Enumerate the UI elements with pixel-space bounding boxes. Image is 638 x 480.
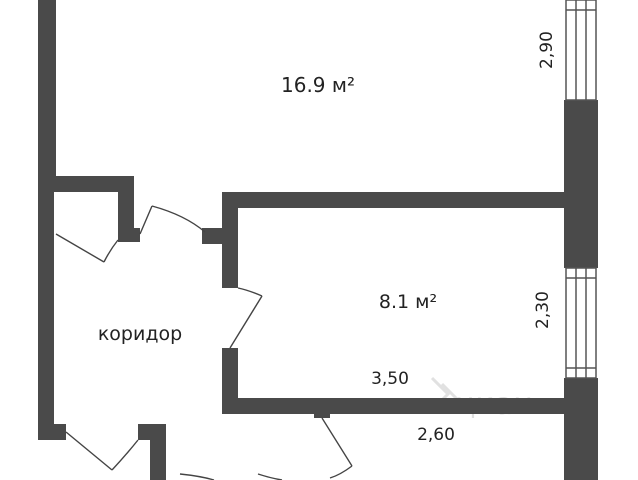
wall-small-bottom-jamb <box>314 410 330 418</box>
door-corridor-left <box>55 233 119 263</box>
wall-stub-left <box>118 176 134 242</box>
door-large-room <box>139 205 206 235</box>
dimension-large-room-height: 2,90 <box>537 31 557 69</box>
room-large-area: 16.9 м² <box>281 73 355 97</box>
dimension-small-room-width: 3,50 <box>371 369 409 389</box>
door-corridor-bottom <box>65 431 139 471</box>
dimension-lower-width: 2,60 <box>417 425 455 445</box>
walls <box>38 0 598 480</box>
dimension-small-room-height: 2,30 <box>533 291 553 329</box>
windows <box>565 0 597 379</box>
wall-small-left-upper <box>222 192 238 288</box>
wall-small-left-jamb <box>202 228 226 244</box>
room-small-area: 8.1 м² <box>379 291 437 313</box>
wall-small-bottom <box>222 398 578 414</box>
wall-partition-horizontal <box>222 192 582 208</box>
wall-corridor-bottom-left <box>38 424 66 440</box>
corridor-label: коридор <box>98 323 182 345</box>
door-small-room <box>229 287 263 349</box>
door-bottom-double <box>179 473 283 480</box>
wall-small-left-lower <box>222 348 238 414</box>
door-bottom <box>321 417 353 479</box>
window-large-room <box>565 0 597 101</box>
wall-large-room-bottom-left <box>54 176 134 192</box>
wall-corridor-left <box>38 0 56 180</box>
wall-corridor-bottom-stub <box>150 424 166 480</box>
doors <box>55 205 353 480</box>
wall-right-pier-2 <box>564 378 598 480</box>
wall-right-pier-1 <box>564 100 598 268</box>
window-small-room <box>565 267 597 379</box>
wall-stub-left-foot <box>118 228 140 242</box>
